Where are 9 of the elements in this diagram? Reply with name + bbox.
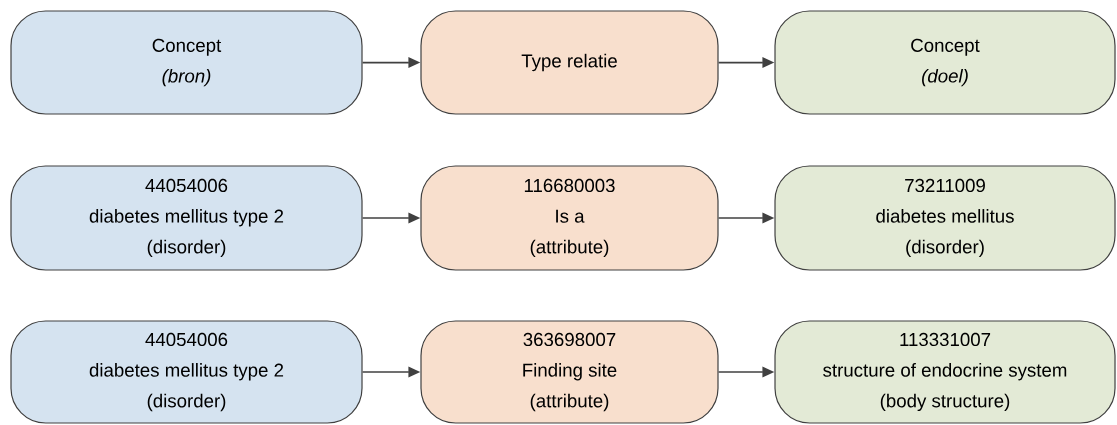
concept-box: 73211009 diabetes mellitus (disorder) — [774, 165, 1116, 271]
relation-box: 116680003 Is a (attribute) — [420, 165, 719, 271]
relation-box: Type relatie — [420, 10, 719, 115]
concept-box: 44054006 diabetes mellitus type 2 (disorder) — [10, 320, 363, 424]
relation-box: 363698007 Finding site (attribute) — [420, 320, 719, 424]
concept-box: 44054006 diabetes mellitus type 2 (disorder) — [10, 165, 363, 271]
concept-box: Concept (doel) — [774, 10, 1116, 115]
concept-box: Concept (bron) — [10, 10, 363, 115]
concept-box: 113331007 structure of endocrine system (body structure) — [774, 320, 1116, 424]
